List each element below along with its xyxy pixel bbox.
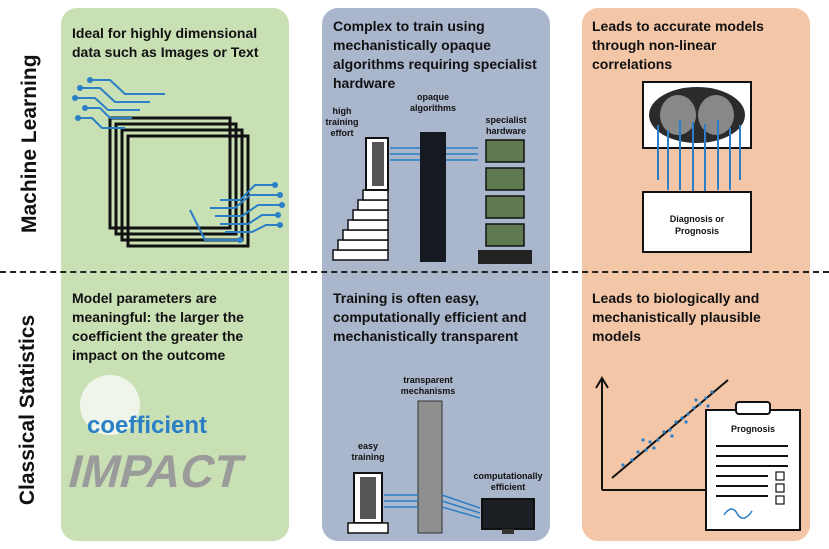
opaque-algorithms-label: algorithms bbox=[410, 103, 456, 113]
specialist-hardware-label: specialist bbox=[485, 115, 526, 125]
text-line: Leads to accurate models bbox=[592, 18, 764, 34]
high-training-effort-label: effort bbox=[331, 128, 354, 138]
text-line: models bbox=[592, 328, 642, 344]
text-line: Complex to train using bbox=[333, 18, 485, 34]
transparent-mechanisms-label: transparent bbox=[403, 375, 453, 385]
row-divider bbox=[0, 271, 829, 273]
text-line: Ideal for highly dimensional bbox=[72, 25, 258, 41]
text-line: Leads to biologically and bbox=[592, 290, 760, 306]
text-line: mechanistically transparent bbox=[333, 328, 519, 344]
coefficient-word: coefficient bbox=[87, 412, 207, 439]
cell-cs-left-text: Model parameters are meaningful: the lar… bbox=[72, 289, 287, 365]
text-line: data such as Images or Text bbox=[72, 44, 259, 60]
text-line: Training is often easy, bbox=[333, 290, 480, 306]
diagnosis-label: Prognosis bbox=[675, 226, 719, 236]
text-line: meaningful: the larger the bbox=[72, 309, 244, 325]
specialist-hardware-label: hardware bbox=[486, 126, 526, 136]
diagnosis-label: Diagnosis or bbox=[670, 214, 725, 224]
text-line: mechanistically plausible bbox=[592, 309, 761, 325]
opaque-algorithms-label: opaque bbox=[417, 92, 449, 102]
cell-ml-mid-text: Complex to train using mechanistically o… bbox=[333, 17, 548, 93]
row-label-machine-learning: Machine Learning bbox=[18, 54, 41, 233]
text-line: hardware bbox=[333, 75, 396, 91]
text-line: coefficient the greater the bbox=[72, 328, 244, 344]
transparent-training-illustration: transparent mechanisms easy training com… bbox=[347, 375, 543, 534]
text-line: impact on the outcome bbox=[72, 347, 226, 363]
computationally-efficient-label: efficient bbox=[491, 482, 526, 492]
text-line: algorithms requiring specialist bbox=[333, 56, 537, 72]
impact-word: IMPACT bbox=[64, 446, 250, 497]
cell-ml-left-text: Ideal for highly dimensional data such a… bbox=[72, 24, 287, 62]
prognosis-label: Prognosis bbox=[731, 424, 775, 434]
image-stack-illustration bbox=[72, 77, 285, 248]
text-line: mechanistically opaque bbox=[333, 37, 491, 53]
text-line: correlations bbox=[592, 56, 673, 72]
computationally-efficient-label: computationally bbox=[473, 471, 542, 481]
column-green bbox=[61, 8, 289, 541]
text-line: computationally efficient and bbox=[333, 309, 527, 325]
training-effort-illustration: high training effort opaque algorithms s… bbox=[326, 92, 532, 264]
scatter-prognosis-illustration: Prognosis bbox=[595, 376, 801, 531]
ct-scan-illustration: Diagnosis or Prognosis bbox=[642, 81, 752, 253]
text-line: through non-linear bbox=[592, 37, 717, 53]
cell-cs-mid-text: Training is often easy, computationally … bbox=[333, 289, 553, 346]
high-training-effort-label: high bbox=[333, 106, 352, 116]
coefficient-impact-illustration: coefficient IMPACT bbox=[64, 375, 250, 497]
high-training-effort-label: training bbox=[326, 117, 359, 127]
text-line: Model parameters are bbox=[72, 290, 217, 306]
cell-cs-right-text: Leads to biologically and mechanisticall… bbox=[592, 289, 807, 346]
easy-training-label: training bbox=[352, 452, 385, 462]
row-label-classical-statistics: Classical Statistics bbox=[16, 314, 39, 506]
cell-ml-right-text: Leads to accurate models through non-lin… bbox=[592, 17, 807, 74]
transparent-mechanisms-label: mechanisms bbox=[401, 386, 456, 396]
easy-training-label: easy bbox=[358, 441, 378, 451]
